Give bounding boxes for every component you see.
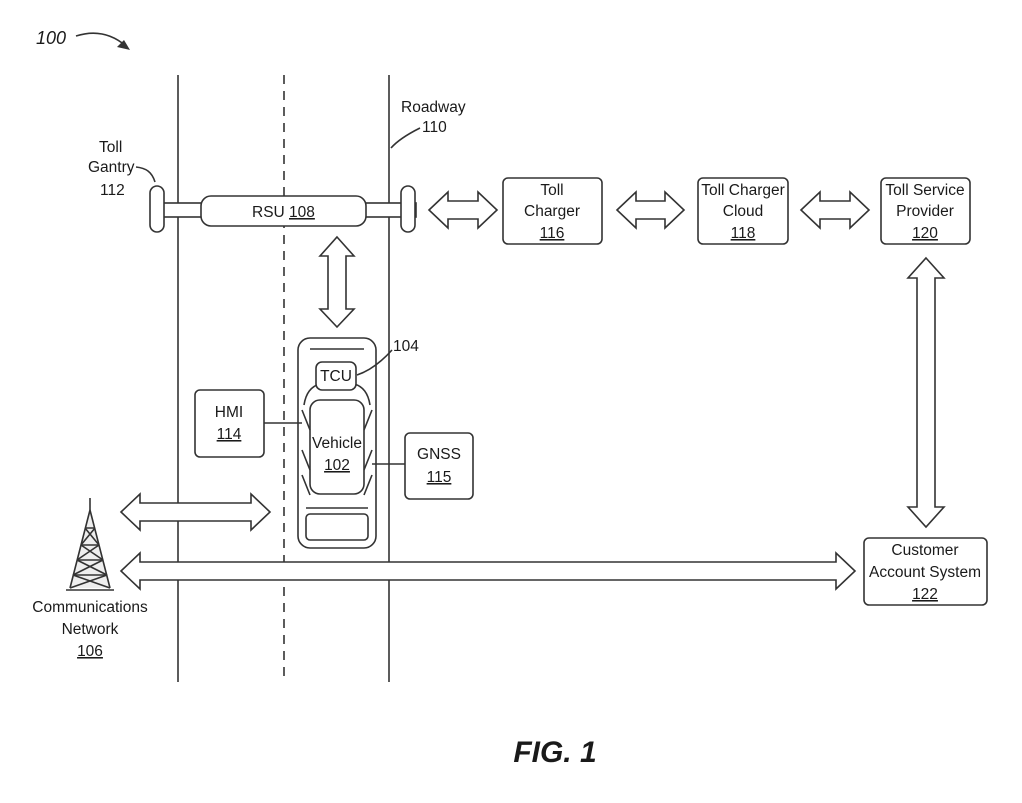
hmi-box: [194, 389, 265, 458]
rsu-box: [200, 195, 367, 227]
toll-gantry-label-1: Toll: [99, 139, 122, 156]
toll-charger-cloud-ref: 118: [731, 225, 756, 242]
figure-number-arrow: [75, 32, 127, 47]
toll-service-provider-ref: 120: [912, 225, 938, 242]
toll-service-provider-box: [880, 177, 971, 245]
toll-gantry-label-2: Gantry: [88, 159, 135, 176]
customer-account-system-box: [863, 537, 988, 606]
figure-number: 100: [36, 28, 66, 48]
vehicle-right-windows: [363, 409, 373, 496]
toll-service-provider-label-2: Provider: [896, 203, 954, 220]
figure-caption: FIG. 1: [513, 736, 596, 769]
tcu-box: [315, 361, 357, 391]
cloud-provider-double-arrow: [799, 190, 871, 230]
toll-gantry-ref: 112: [100, 182, 125, 199]
rsu-vehicle-double-arrow: [318, 235, 356, 329]
vehicle-left-windows: [301, 409, 311, 496]
rsu-label: RSU: [252, 204, 285, 221]
communications-network-label-1: Communications: [32, 599, 148, 616]
rsu-ref: 108: [289, 204, 315, 221]
network-customer-double-arrow: [119, 551, 857, 591]
customer-account-system-ref: 122: [912, 586, 938, 603]
toll-charger-cloud-label-2: Cloud: [723, 203, 764, 220]
customer-account-system-label-2: Account System: [869, 564, 981, 581]
toll-charger-cloud-box: [697, 177, 789, 245]
gantry-charger-double-arrow: [427, 190, 499, 230]
toll-gantry-post-left: [149, 185, 165, 233]
toll-charger-box: [502, 177, 603, 245]
toll-service-provider-label-1: Toll Service: [885, 182, 964, 199]
tcu-ref: 104: [393, 338, 419, 355]
vehicle-ref: 102: [324, 457, 350, 474]
roadway-leader-line: [390, 127, 421, 149]
hmi-ref: 114: [217, 426, 242, 443]
roadway-ref: 110: [422, 119, 447, 136]
charger-cloud-double-arrow: [615, 190, 686, 230]
toll-gantry-leader-line: [135, 166, 156, 183]
communications-tower-icon: [66, 498, 114, 591]
network-vehicle-double-arrow: [119, 492, 272, 532]
toll-charger-label-2: Charger: [524, 203, 580, 220]
provider-customer-double-arrow: [906, 256, 946, 529]
toll-charger-ref: 116: [540, 225, 565, 242]
figure-number-arrowhead: [117, 40, 130, 50]
tcu-leader-line: [356, 349, 393, 376]
communications-network-label-2: Network: [62, 621, 119, 638]
gnss-box: [404, 432, 474, 500]
toll-charger-label-1: Toll: [540, 182, 563, 199]
toll-charger-cloud-label-1: Toll Charger: [701, 182, 785, 199]
customer-account-system-label-1: Customer: [891, 542, 958, 559]
gnss-label: GNSS: [417, 446, 461, 463]
vehicle-trunk: [305, 513, 369, 541]
tcu-label: TCU: [320, 368, 352, 385]
communications-network-ref: 106: [77, 643, 103, 660]
roadway-label: Roadway: [401, 99, 466, 116]
vehicle-cabin: [309, 399, 365, 495]
toll-gantry-post-right: [400, 185, 416, 233]
gnss-ref: 115: [427, 469, 452, 486]
hmi-label: HMI: [215, 404, 243, 421]
vehicle-label: Vehicle: [312, 435, 362, 452]
